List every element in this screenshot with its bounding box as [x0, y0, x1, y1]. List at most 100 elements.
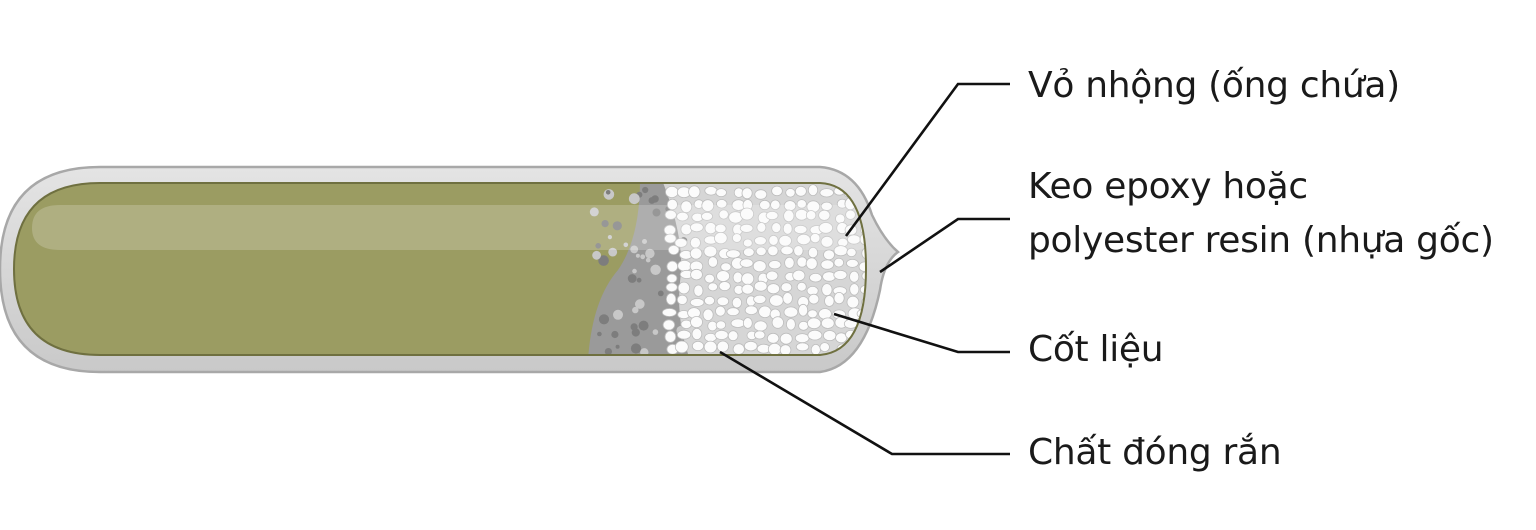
- aggregate-grain: [765, 210, 779, 220]
- hardener-particle: [601, 220, 609, 228]
- aggregate-grain: [786, 318, 796, 331]
- aggregate-grain: [713, 232, 728, 245]
- aggregate-grain: [703, 340, 718, 354]
- aggregate-grain: [833, 257, 845, 268]
- aggregate-grain: [780, 245, 794, 256]
- hardener-particle: [640, 254, 646, 260]
- aggregate-grain: [768, 234, 779, 246]
- aggregate-grain: [796, 199, 807, 209]
- hardener-particle: [597, 331, 602, 337]
- hardener-particle: [645, 248, 655, 259]
- hardener-particle: [605, 190, 611, 195]
- aggregate-grain: [766, 332, 780, 344]
- aggregate-grain: [676, 294, 688, 305]
- aggregate-grain: [766, 283, 781, 295]
- aggregate-grain: [783, 306, 799, 318]
- aggregate-grain: [680, 200, 693, 214]
- hardener-particle: [611, 330, 619, 339]
- aggregate-grain: [823, 330, 837, 342]
- aggregate-grain: [689, 247, 703, 260]
- aggregate-grain: [704, 186, 718, 196]
- aggregate-grain: [849, 270, 860, 283]
- aggregate-grain: [796, 281, 807, 292]
- aggregate-grain: [807, 329, 823, 341]
- aggregate-grain: [779, 332, 793, 345]
- aggregate-grain: [666, 273, 678, 284]
- label-resin-line1: Keo epoxy hoặc: [1028, 166, 1308, 207]
- aggregate-grain: [820, 259, 835, 270]
- aggregate-grain: [718, 209, 729, 220]
- aggregate-grain: [664, 330, 677, 343]
- aggregate-grain: [743, 340, 758, 352]
- aggregate-grain: [782, 292, 793, 305]
- capsule-inner-edge: [12, 182, 868, 356]
- hardener-particle: [642, 186, 649, 194]
- aggregate-grain: [758, 305, 772, 319]
- aggregate-grain: [795, 342, 810, 352]
- aggregate-grain: [846, 295, 860, 309]
- aggregate-grain: [765, 270, 779, 281]
- aggregate-grain: [783, 209, 795, 223]
- hardener-particle: [615, 344, 620, 349]
- aggregate-grain: [808, 293, 820, 305]
- aggregate-grain: [740, 207, 755, 221]
- aggregate-grain: [792, 269, 806, 282]
- aggregate-grain: [779, 344, 792, 355]
- hardener-particle: [592, 250, 601, 260]
- aggregate-grain: [668, 244, 680, 255]
- hardener-particle: [630, 343, 642, 354]
- aggregate-grain: [752, 260, 767, 273]
- aggregate-grain: [807, 309, 818, 319]
- aggregate-grain: [805, 210, 817, 221]
- label-shell: Vỏ nhộng (ống chứa): [1028, 65, 1400, 106]
- aggregate-grain: [810, 344, 821, 355]
- hardener-particle: [612, 221, 622, 231]
- aggregate-grain: [677, 281, 691, 295]
- aggregate-grain: [716, 296, 730, 307]
- aggregate-grain: [739, 258, 754, 268]
- aggregate-grain: [769, 294, 784, 307]
- capsule-highlight: [32, 205, 866, 250]
- aggregate-grain: [782, 222, 793, 235]
- aggregate-grain: [818, 209, 831, 221]
- aggregate-grain: [833, 291, 845, 305]
- aggregate-grain: [754, 330, 766, 340]
- hardener-particle: [632, 268, 637, 274]
- aggregate-grain: [780, 282, 793, 293]
- aggregate-grain: [664, 233, 677, 244]
- hardener-particle: [607, 235, 613, 240]
- aggregate-grain: [770, 199, 781, 211]
- hardener-particle: [630, 245, 639, 254]
- aggregate-grain: [680, 319, 693, 329]
- aggregate-grain: [810, 233, 821, 244]
- hardener-particle: [623, 242, 629, 248]
- aggregate-grain: [798, 320, 809, 331]
- aggregate-grain: [822, 271, 836, 282]
- aggregate-grain: [846, 247, 857, 257]
- aggregate-grain: [715, 305, 726, 317]
- aggregate-grain: [674, 237, 688, 248]
- aggregate-grain: [859, 284, 866, 295]
- aggregate-grain: [730, 318, 746, 328]
- hardener-particle: [638, 320, 649, 331]
- aggregate-grain: [793, 224, 808, 235]
- aggregate-grain: [732, 343, 745, 355]
- hardener-particle: [613, 309, 623, 320]
- aggregate-grain: [806, 317, 822, 330]
- aggregate-grain: [665, 292, 677, 306]
- aggregate-grain: [861, 247, 866, 260]
- aggregate-grain: [754, 189, 768, 200]
- aggregate-grain: [676, 211, 689, 222]
- aggregate-grain: [793, 245, 804, 257]
- aggregate-grain: [725, 249, 741, 259]
- aggregate-grain: [718, 281, 731, 292]
- aggregate-grain: [664, 209, 677, 220]
- aggregate-grain: [755, 246, 767, 257]
- leader-line-resin: [879, 217, 1010, 274]
- aggregate-grain: [784, 256, 795, 269]
- aggregate-grain: [741, 272, 755, 286]
- aggregate-grain: [849, 283, 860, 296]
- hardener-particle: [648, 197, 656, 204]
- aggregate-grain: [796, 256, 808, 268]
- label-aggregate: Cốt liệu: [1028, 329, 1164, 370]
